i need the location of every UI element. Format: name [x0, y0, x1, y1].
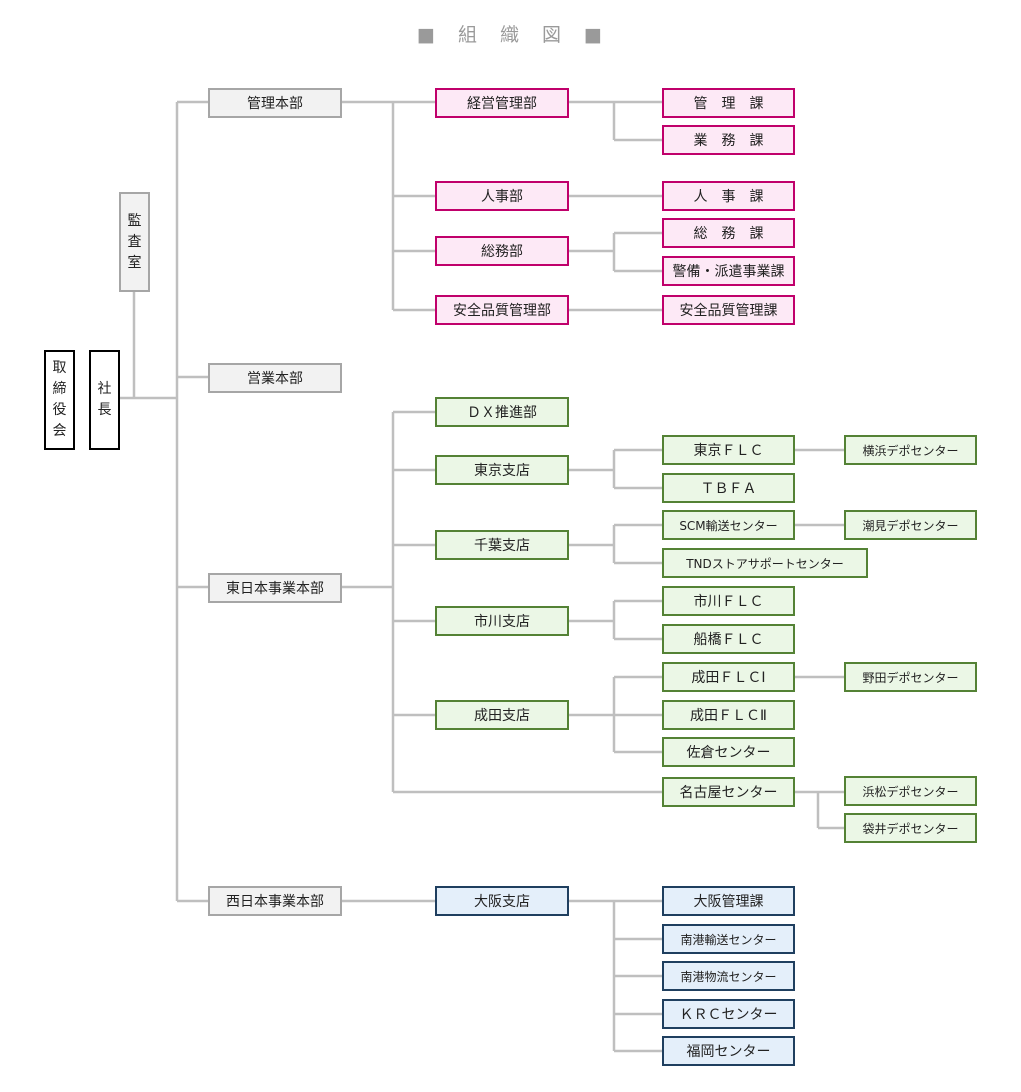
section-jinji: 人 事 課	[662, 181, 795, 211]
center-sakura: 佐倉センター	[662, 737, 795, 767]
section-soumu: 総 務 課	[662, 218, 795, 248]
branch-chiba: 千葉支店	[435, 530, 569, 560]
depot-yokohama: 横浜デポセンター	[844, 435, 977, 465]
center-funabashi-flc: 船橋ＦＬＣ	[662, 624, 795, 654]
depot-ushiomi: 潮見デポセンター	[844, 510, 977, 540]
center-fukuoka: 福岡センター	[662, 1036, 795, 1066]
center-ichikawa-flc: 市川ＦＬＣ	[662, 586, 795, 616]
board-of-directors-box: 取 締 役 会	[44, 350, 75, 450]
center-narita-flc1: 成田ＦＬＣⅠ	[662, 662, 795, 692]
section-osaka-kanri: 大阪管理課	[662, 886, 795, 916]
center-tbfa: ＴＢＦＡ	[662, 473, 795, 503]
section-gyomu: 業 務 課	[662, 125, 795, 155]
division-management: 管理本部	[208, 88, 342, 118]
division-east: 東日本事業本部	[208, 573, 342, 603]
dept-soumu: 総務部	[435, 236, 569, 266]
center-tokyo-flc: 東京ＦＬＣ	[662, 435, 795, 465]
president-label: 社 長	[97, 381, 112, 418]
branch-osaka: 大阪支店	[435, 886, 569, 916]
section-keibi: 警備・派遣事業課	[662, 256, 795, 286]
audit-office-label: 監 査 室	[127, 212, 142, 271]
depot-noda: 野田デポセンター	[844, 662, 977, 692]
president-box: 社 長	[89, 350, 120, 450]
center-krc: ＫＲＣセンター	[662, 999, 795, 1029]
depot-hamamatsu: 浜松デポセンター	[844, 776, 977, 806]
section-anzen: 安全品質管理課	[662, 295, 795, 325]
dept-anzen: 安全品質管理部	[435, 295, 569, 325]
depot-fukuroi: 袋井デポセンター	[844, 813, 977, 843]
branch-ichikawa: 市川支店	[435, 606, 569, 636]
dept-jinji: 人事部	[435, 181, 569, 211]
chart-title: ■ 組 織 図 ■	[417, 24, 604, 46]
center-nanko-butsuryu: 南港物流センター	[662, 961, 795, 991]
audit-office-box: 監 査 室	[119, 192, 150, 292]
division-sales: 営業本部	[208, 363, 342, 393]
center-scm: SCM輸送センター	[662, 510, 795, 540]
board-label: 取 締 役 会	[52, 360, 67, 439]
branch-tokyo: 東京支店	[435, 455, 569, 485]
center-nagoya: 名古屋センター	[662, 777, 795, 807]
section-kanri: 管 理 課	[662, 88, 795, 118]
center-tnd: TNDストアサポートセンター	[662, 548, 868, 578]
dept-dx: ＤＸ推進部	[435, 397, 569, 427]
division-west: 西日本事業本部	[208, 886, 342, 916]
branch-narita: 成田支店	[435, 700, 569, 730]
center-nanko-yuso: 南港輸送センター	[662, 924, 795, 954]
dept-keiei: 経営管理部	[435, 88, 569, 118]
center-narita-flc2: 成田ＦＬＣⅡ	[662, 700, 795, 730]
